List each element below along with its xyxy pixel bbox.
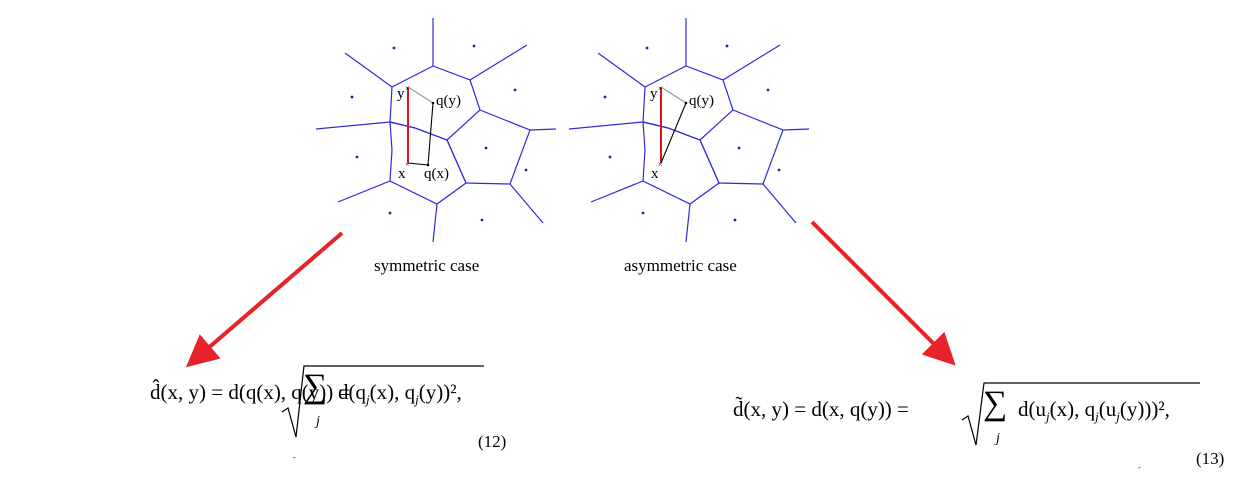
radical-sign-eq12 [281,365,484,438]
small-mark: - [293,453,296,462]
equation-13: d̃(x, y) = d(x, q(y)) = [733,397,909,422]
gray-segment-y-qy [407,86,434,104]
site-dot [392,46,396,50]
equation-number-13: (13) [1196,449,1225,468]
point-marker [684,101,688,105]
site-dot [777,168,781,172]
arrow-right [810,220,956,366]
site-dot [484,146,488,150]
eq12-sum-sign: ∑ [303,368,328,405]
point-marker [431,101,435,105]
site-dot [355,155,359,159]
small-mark: - [1138,463,1141,472]
point-marker: × [405,160,410,169]
site-dot [524,168,528,172]
radical-sign-eq13 [961,382,1200,446]
point-marker: × [658,84,663,93]
label-qx: q(x) [424,166,449,182]
site-dot [766,88,770,92]
segment-qx-qy [427,102,434,166]
site-dot [350,95,354,99]
distance-segments-asymmetric: × × [658,84,688,169]
site-dot [641,211,645,215]
point-marker: × [658,160,663,169]
caption-asymmetric: asymmetric case [624,256,737,275]
voronoi-diagram-asymmetric [568,18,810,243]
label-qy: q(y) [689,93,714,109]
point-marker: × [405,84,410,93]
eq13-sum-index: j [996,431,1000,446]
label-qy: q(y) [436,93,461,109]
site-dot [725,44,729,48]
eq13-summand: d(uj(x), qj(uj(y)))², [1018,397,1170,425]
gray-segment-y-qy [660,86,687,104]
segment-x-qx [407,162,429,166]
equation-12: d̂(x, y) = d(q(x), q(y)) = [150,380,350,405]
eq13-sum-sign: ∑ [983,385,1008,422]
label-y: y [397,86,405,102]
label-y: y [650,86,658,102]
eq12-summand: d(qj(x), qj(y))², [338,380,462,408]
site-dot [480,218,484,222]
voronoi-sites-symmetric [350,44,528,222]
segment-x-qy [660,102,687,164]
voronoi-sites-asymmetric [603,44,781,222]
site-dot [388,211,392,215]
eq12-lhs: d̂(x, y) = d(q(x), q(y)) = [150,380,351,404]
site-dot [645,46,649,50]
caption-symmetric: symmetric case [374,256,480,275]
eq13-lhs: d̃(x, y) = d(x, q(y)) = [733,397,909,421]
label-x: x [398,166,406,182]
equation-number-12: (12) [478,432,507,451]
site-dot [472,44,476,48]
point-marker [426,163,430,167]
eq12-sum-index: j [316,414,320,429]
site-dot [603,95,607,99]
site-dot [737,146,741,150]
voronoi-diagram-symmetric [315,18,557,243]
distance-segments-symmetric: × × [405,84,435,169]
arrow-left [185,231,344,368]
site-dot [513,88,517,92]
site-dot [733,218,737,222]
label-x: x [651,166,659,182]
site-dot [608,155,612,159]
